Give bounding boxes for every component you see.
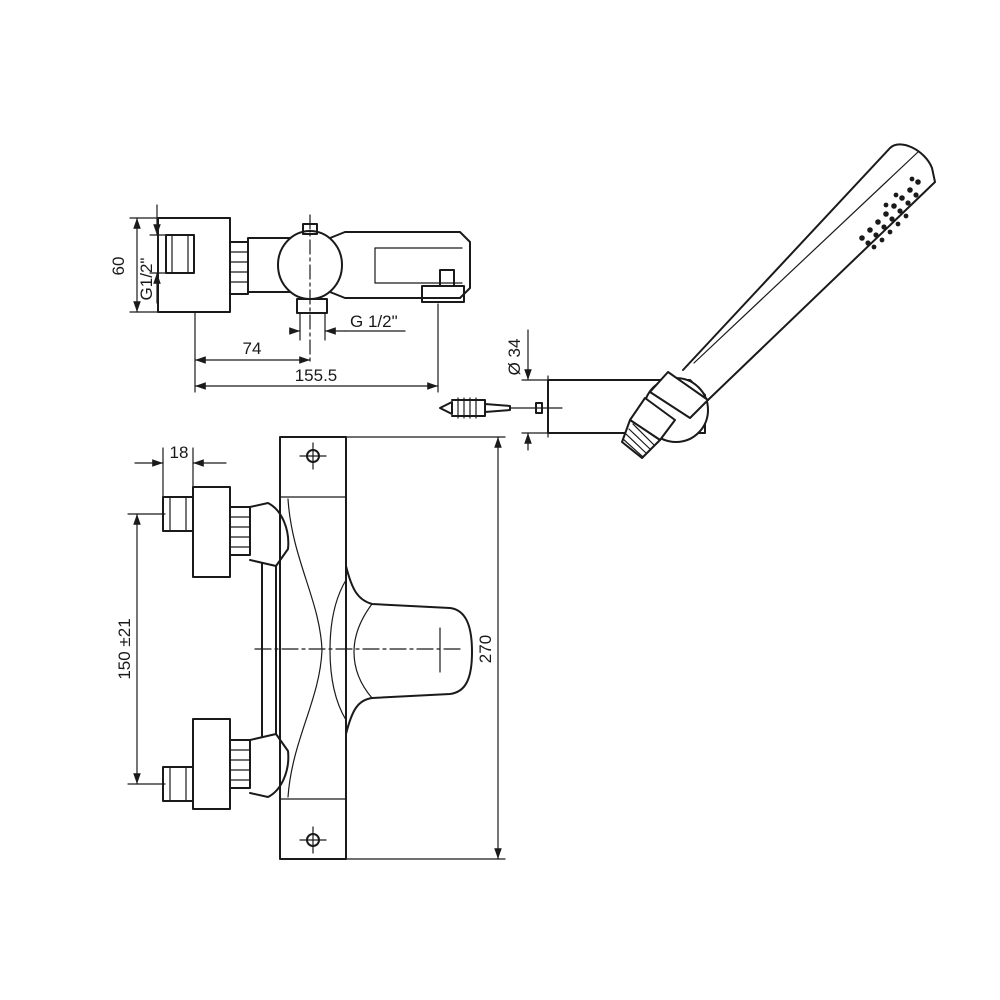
hand-shower-view: Ø 34 [439, 143, 936, 459]
dim-150-label: 150 ±21 [115, 618, 134, 679]
inlet-fitting [165, 234, 195, 274]
dim-18-label: 18 [170, 443, 189, 462]
wall-plug-tip [439, 401, 453, 415]
spout-front [329, 565, 473, 735]
threaded-nut [229, 241, 249, 295]
dim-74-label: 74 [243, 339, 262, 358]
dim-155-label: 155.5 [295, 366, 338, 385]
mixer-body-front [279, 436, 347, 860]
hose-thread [621, 419, 661, 459]
spout-outlet [421, 285, 465, 303]
handle-end [649, 371, 709, 419]
dim-60-label: 60 [109, 257, 128, 276]
top-view: 60 G1/2" G 1/2" 74 155.5 [109, 204, 471, 393]
shower-handle [682, 143, 936, 401]
dim-d34-label: Ø 34 [505, 339, 524, 376]
shower-nozzles [859, 176, 921, 250]
dim-g12-bottom-label: G 1/2" [350, 312, 398, 331]
shower-outlet [296, 298, 328, 314]
dim-g12-side-label: G1/2" [137, 258, 156, 301]
bottom-inlet [162, 718, 290, 810]
front-view: 18 150 ±21 [115, 436, 506, 860]
dim-270-label: 270 [476, 635, 495, 663]
top-inlet [162, 486, 290, 578]
screw [484, 403, 511, 413]
wall-plug [451, 399, 486, 417]
